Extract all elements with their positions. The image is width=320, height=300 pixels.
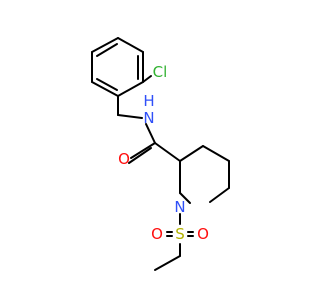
bond-n-carbonyl: [145, 123, 156, 144]
bond-pip-2: [202, 145, 230, 162]
atom-cl: Cl: [153, 63, 168, 81]
bonds: [91, 37, 230, 271]
bond-pip-5: [179, 192, 191, 204]
bond-ring-4: [91, 81, 119, 97]
atom-labels: Cl N H O N S O O: [118, 63, 209, 243]
bond-pip-1: [179, 145, 204, 162]
bond-ring-6: [91, 37, 119, 53]
bond-ring-6-inner: [96, 43, 118, 57]
bond-ring-4-inner: [96, 78, 118, 91]
bond-carbonyl-ring: [154, 142, 181, 162]
bond-ethyl: [154, 255, 181, 271]
bond-c-cl: [142, 75, 152, 83]
atom-h-amide: H: [143, 92, 154, 110]
bond-pip-4: [209, 187, 230, 203]
structure-diagram: Cl N H O N S O O: [91, 37, 230, 271]
bond-co-1: [130, 142, 156, 159]
atom-n-amide: N: [143, 109, 154, 127]
bond-ch2-n: [117, 114, 143, 119]
bond-ring-1: [117, 37, 144, 53]
atom-o-carbonyl: O: [118, 150, 130, 168]
bond-co-2: [128, 147, 152, 164]
atom-s: S: [175, 225, 185, 243]
bond-ring-3: [117, 81, 144, 97]
atom-o-left: O: [151, 225, 163, 243]
atom-o-right: O: [197, 225, 209, 243]
atom-n-ring: N: [174, 198, 185, 216]
